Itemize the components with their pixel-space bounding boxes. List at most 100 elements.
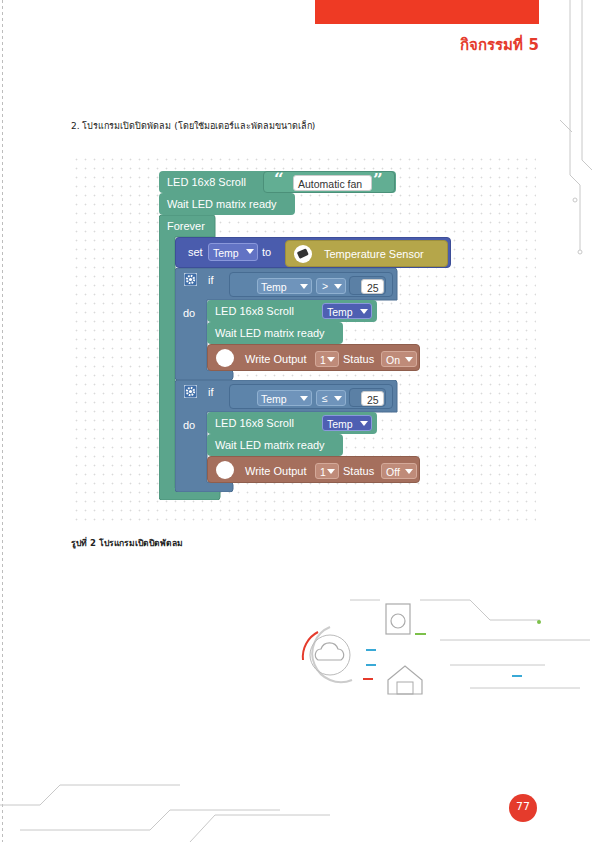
block-text: > — [322, 280, 328, 292]
compare-block: Temp ≤25 — [229, 384, 393, 409]
gear-hub — [189, 390, 192, 393]
header-bar — [315, 0, 539, 24]
block-text: 1 — [320, 466, 326, 478]
block-text: Temp — [327, 418, 353, 430]
block-text: do — [183, 307, 195, 320]
block-text: Wait LED matrix ready — [215, 327, 325, 340]
block-text: Forever — [167, 220, 205, 233]
number-block: 25 — [349, 388, 386, 407]
variable-dropdown: Temp — [257, 278, 312, 294]
dropdown-arrow — [405, 469, 413, 475]
gear-icon — [184, 385, 197, 398]
block-text: Wait LED matrix ready — [215, 439, 325, 452]
forever-loop: ForeversettoTempTemperature SensorifdoTe… — [159, 215, 451, 500]
led-scroll-block: LED 16x8 Scroll Temp — [207, 300, 377, 322]
block-text: On — [386, 354, 400, 366]
arrow-shape — [405, 469, 413, 474]
arrow-shape — [405, 357, 413, 362]
wait-block: Wait LED matrix ready — [159, 193, 295, 215]
write-output-block: Write Output Status 1 Off — [207, 456, 420, 483]
led-scroll-block: LED 16x8 Scroll Temp — [207, 412, 377, 434]
arrow-shape — [327, 357, 335, 362]
block-text: Off — [386, 466, 400, 478]
block-text: set — [188, 246, 203, 259]
dropdown-arrow — [246, 249, 254, 255]
dropdown-arrow — [360, 309, 368, 315]
block-text: LED 16x8 Scroll — [167, 176, 246, 189]
block-text: if — [208, 386, 214, 399]
gear-icon — [184, 273, 197, 286]
output-icon — [215, 348, 235, 368]
block-text: do — [183, 419, 195, 432]
arrow-shape — [300, 396, 308, 401]
cloud-illustration — [303, 604, 522, 694]
dropdown-arrow — [300, 284, 308, 290]
section-heading: 2. โปรแกรมเปิดปิดพัดลม (โดยใช้มอเตอร์และ… — [71, 119, 315, 133]
number-field: 25 — [361, 391, 384, 406]
variable-dropdown: Temp — [322, 415, 372, 431]
led-scroll-block: LED 16x8 Scroll“”Automatic fan — [159, 171, 396, 193]
block-text: 25 — [367, 282, 379, 294]
block-text: Status — [343, 465, 374, 478]
dropdown-arrow — [327, 469, 335, 475]
block-text: to — [262, 246, 271, 259]
wait-block: Wait LED matrix ready — [207, 434, 343, 456]
variable-dropdown: Temp — [257, 390, 312, 406]
arrow-shape — [246, 249, 254, 254]
set-variable-block: set to Temp Temperature Sensor — [175, 237, 451, 268]
gear-bg — [184, 385, 197, 398]
block-text: LED 16x8 Scroll — [215, 417, 294, 430]
output-circle — [216, 461, 234, 479]
block-text: Temp — [213, 247, 239, 259]
variable-dropdown: Temp — [322, 303, 372, 319]
page-number: 77 — [493, 800, 553, 813]
dropdown-arrow — [334, 284, 342, 290]
number-block: 25 — [349, 276, 386, 295]
block-text: Temp — [261, 393, 287, 405]
arrow-shape — [334, 284, 342, 289]
pin-dropdown: 1 — [315, 463, 339, 479]
if-block: if do Temp >25LED 16x8 Scroll TempWait LED m… — [175, 268, 421, 380]
block-text: 1 — [320, 354, 326, 366]
dropdown-arrow — [327, 357, 335, 363]
block-text: LED 16x8 Scroll — [215, 305, 294, 318]
arrow-shape — [334, 396, 342, 401]
text-field: Automatic fan — [293, 175, 372, 191]
gear-wheel — [187, 388, 194, 395]
arrow-shape — [327, 469, 335, 474]
block-text: 25 — [367, 394, 379, 406]
sensor-icon — [293, 244, 313, 264]
block-text: Temperature Sensor — [324, 248, 424, 261]
dropdown-arrow — [405, 357, 413, 363]
block-text: Status — [343, 353, 374, 366]
operator-dropdown: > — [316, 278, 346, 294]
block-text: Write Output — [245, 353, 307, 366]
dropdown-arrow — [300, 396, 308, 402]
figure-caption: รูปที่ 2 โปรแกรมเปิดปิดพัดลม — [71, 536, 183, 550]
block-text: Write Output — [245, 465, 307, 478]
activity-heading: กิจกรรมที่ 5 — [460, 33, 539, 57]
write-output-block: Write Output Status 1 On — [207, 344, 420, 371]
block-text: Temp — [261, 281, 287, 293]
variable-dropdown: Temp — [208, 243, 258, 261]
output-circle — [216, 349, 234, 367]
gear-bg — [184, 273, 197, 286]
gear-wheel — [187, 276, 194, 283]
block-text: ” — [373, 169, 383, 189]
block-text: Wait LED matrix ready — [167, 198, 277, 211]
status-dropdown: On — [381, 351, 417, 367]
block-text: ≤ — [322, 392, 328, 404]
arrow-shape — [360, 421, 368, 426]
sensor-body — [297, 248, 309, 259]
block-text: if — [208, 274, 214, 287]
operator-dropdown: ≤ — [316, 390, 346, 406]
number-field: 25 — [361, 279, 384, 294]
output-icon — [215, 460, 235, 480]
dropdown-arrow — [360, 421, 368, 427]
compare-block: Temp >25 — [229, 272, 393, 297]
dashed-margin — [2, 0, 3, 842]
dropdown-arrow — [334, 396, 342, 402]
wait-block: Wait LED matrix ready — [207, 322, 343, 344]
